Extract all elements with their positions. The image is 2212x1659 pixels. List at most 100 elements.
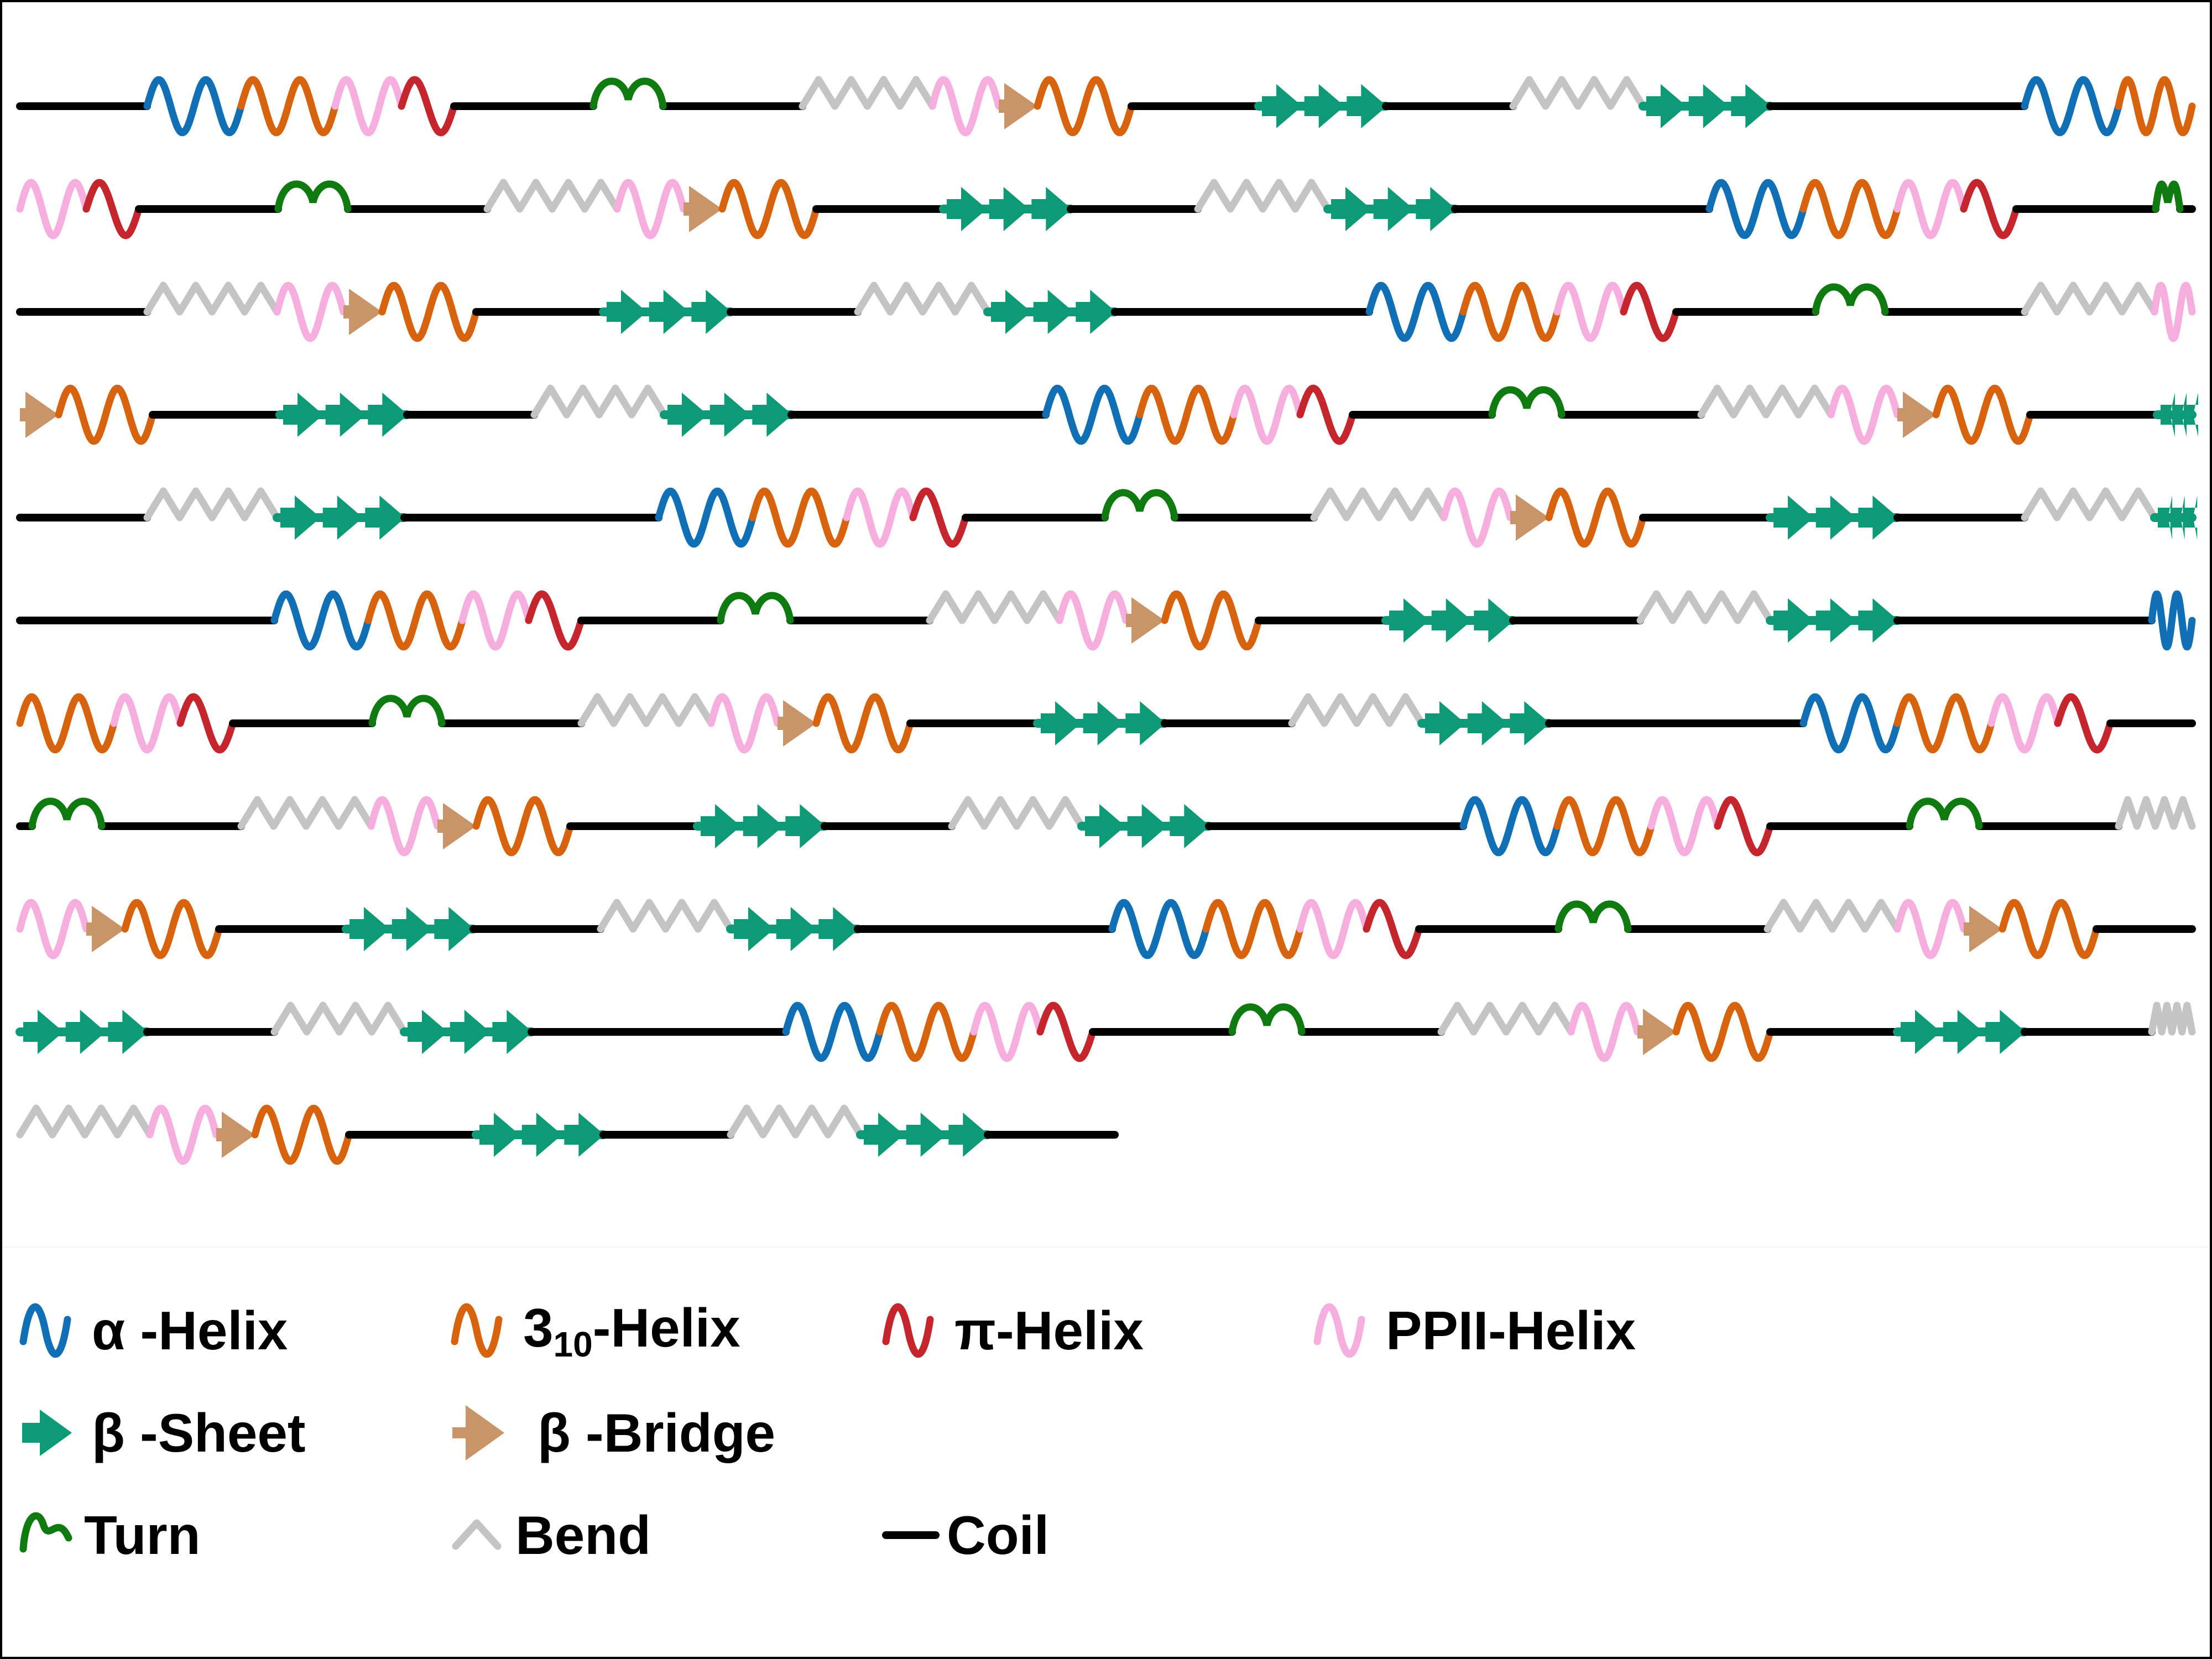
beta-sheet-arrow: [492, 1010, 533, 1054]
beta-sheet-arrow: [1076, 290, 1116, 334]
310-helix-segment: [121, 899, 223, 959]
bend-segment: [2021, 281, 2158, 316]
legend-label-ppii-helix: PPII-Helix: [1386, 1300, 1636, 1361]
beta-sheet-arrow: [1416, 187, 1456, 231]
ppii-helix-segment: [1647, 796, 1721, 857]
turn-segment: [1812, 283, 1889, 316]
beta-sheet-arrow: [752, 393, 792, 437]
beta-sheet-arrow: [1425, 701, 1465, 745]
bend-segment: [1194, 179, 1332, 213]
beta-bridge-arrow: [1964, 906, 2002, 952]
legend-item-turn: Turn: [18, 1491, 200, 1579]
ppii-helix-segment: [16, 899, 90, 959]
beta-sheet-arrow: [521, 1113, 562, 1157]
beta-sheet-arrow: [734, 907, 774, 951]
beta-bridge-arrow: [1897, 392, 1936, 438]
coil-icon: [882, 1531, 940, 1539]
310-helix-segment: [251, 1104, 353, 1165]
beta-bridge-icon-arrow: [452, 1405, 504, 1460]
alpha-helix-icon: [19, 1303, 71, 1358]
310-helix-segment: [378, 281, 480, 342]
bend-segment: [926, 590, 1063, 624]
beta-sheet-arrow: [906, 1113, 947, 1157]
turn-segment: [589, 77, 667, 110]
turn-segment: [1906, 797, 1983, 830]
pi-helix-segment: [525, 590, 585, 651]
bend-segment: [1697, 384, 1835, 419]
bend-segment: [2115, 796, 2196, 830]
ppii-helix-segment: [1827, 384, 1901, 445]
310-helix-segment: [718, 179, 820, 239]
beta-sheet-arrow: [108, 1010, 148, 1054]
bend-segment: [1437, 1001, 1575, 1036]
ppii-helix-segment: [146, 1104, 220, 1165]
alpha-helix-segment: [1108, 899, 1210, 959]
beta-sheet-arrow: [1170, 804, 1210, 848]
beta-sheet-arrow: [2172, 393, 2187, 437]
bend-segment: [1288, 693, 1426, 727]
beta-sheet-arrow: [2184, 393, 2198, 437]
legend-item-coil: Coil: [880, 1491, 1049, 1579]
ppii-helix-segment: [110, 693, 184, 754]
bend-segment: [16, 1104, 154, 1139]
beta-sheet-arrow: [2161, 393, 2175, 437]
beta-sheet-arrow: [947, 187, 987, 231]
310-helix-segment: [1136, 384, 1238, 445]
bend-segment: [143, 281, 281, 316]
bend-segment: [577, 693, 715, 727]
turn-segment: [717, 592, 794, 624]
beta-sheet-arrow: [325, 393, 366, 437]
beta-sheet-arrow: [1858, 598, 1898, 643]
beta-bridge-icon: [452, 1405, 504, 1460]
beta-sheet-arrow: [1943, 1010, 1984, 1054]
ppii-helix-segment: [16, 179, 90, 239]
beta-bridge-arrow: [1126, 597, 1165, 644]
beta-bridge-arrow: [437, 803, 476, 849]
ppii-helix-segment: [2151, 281, 2196, 342]
alpha-helix-segment: [2148, 590, 2196, 651]
legend-item-310-helix: 310-Helix: [449, 1286, 740, 1375]
beta-bridge-arrow: [343, 289, 382, 335]
beta-sheet-arrow: [1262, 84, 1302, 128]
legend-item-beta-bridge: β -Bridge: [449, 1389, 775, 1477]
ppii-helix-segment: [331, 76, 405, 137]
turn-segment: [1488, 386, 1566, 419]
turn-segment: [1228, 1003, 1306, 1036]
ppii-helix-segment: [367, 796, 441, 857]
beta-sheet-arrow: [1304, 84, 1345, 128]
beta-sheet-arrow: [991, 290, 1031, 334]
beta-sheet-arrow: [1901, 1010, 1941, 1054]
beta-sheet-arrow: [1125, 701, 1166, 745]
ppii-helix-segment: [1440, 487, 1514, 548]
310-helix-segment: [1799, 179, 1901, 239]
alpha-helix-segment: [782, 1001, 884, 1062]
legend: α -Helix 310-Helix π-Helix PPII-Helix β …: [2, 1246, 2210, 1658]
pi-helix-segment: [1036, 1001, 1097, 1062]
bend-segment: [854, 281, 992, 316]
ppii-helix-segment: [970, 1001, 1044, 1062]
beta-sheet-arrow: [1731, 84, 1771, 128]
legend-item-ppii-helix: PPII-Helix: [1312, 1286, 1636, 1375]
310-helix-segment: [1202, 899, 1304, 959]
beta-sheet-arrow: [818, 907, 859, 951]
bend-segment: [948, 796, 1086, 830]
alpha-helix-segment: [1042, 384, 1144, 445]
beta-sheet-arrow: [1815, 495, 1856, 540]
ppii-helix-icon: [1313, 1303, 1365, 1358]
alpha-helix-segment: [1365, 281, 1467, 342]
alpha-helix-segment: [1459, 796, 1561, 857]
beta-sheet-arrow: [1031, 187, 1072, 231]
legend-label-beta-sheet: β -Sheet: [92, 1402, 306, 1463]
alpha-helix-segment: [1705, 179, 1807, 239]
beta-sheet-arrow: [2183, 495, 2198, 540]
beta-sheet-arrow: [1083, 701, 1124, 745]
310-helix-segment: [749, 487, 851, 548]
beta-sheet-arrow: [1373, 187, 1414, 231]
310-helix-segment: [1161, 590, 1262, 651]
beta-sheet-arrow: [564, 1113, 604, 1157]
bend-segment: [727, 1104, 864, 1139]
310-helix-icon: [451, 1303, 503, 1358]
pi-helix-segment: [1620, 281, 1680, 342]
turn-segment: [274, 180, 352, 213]
